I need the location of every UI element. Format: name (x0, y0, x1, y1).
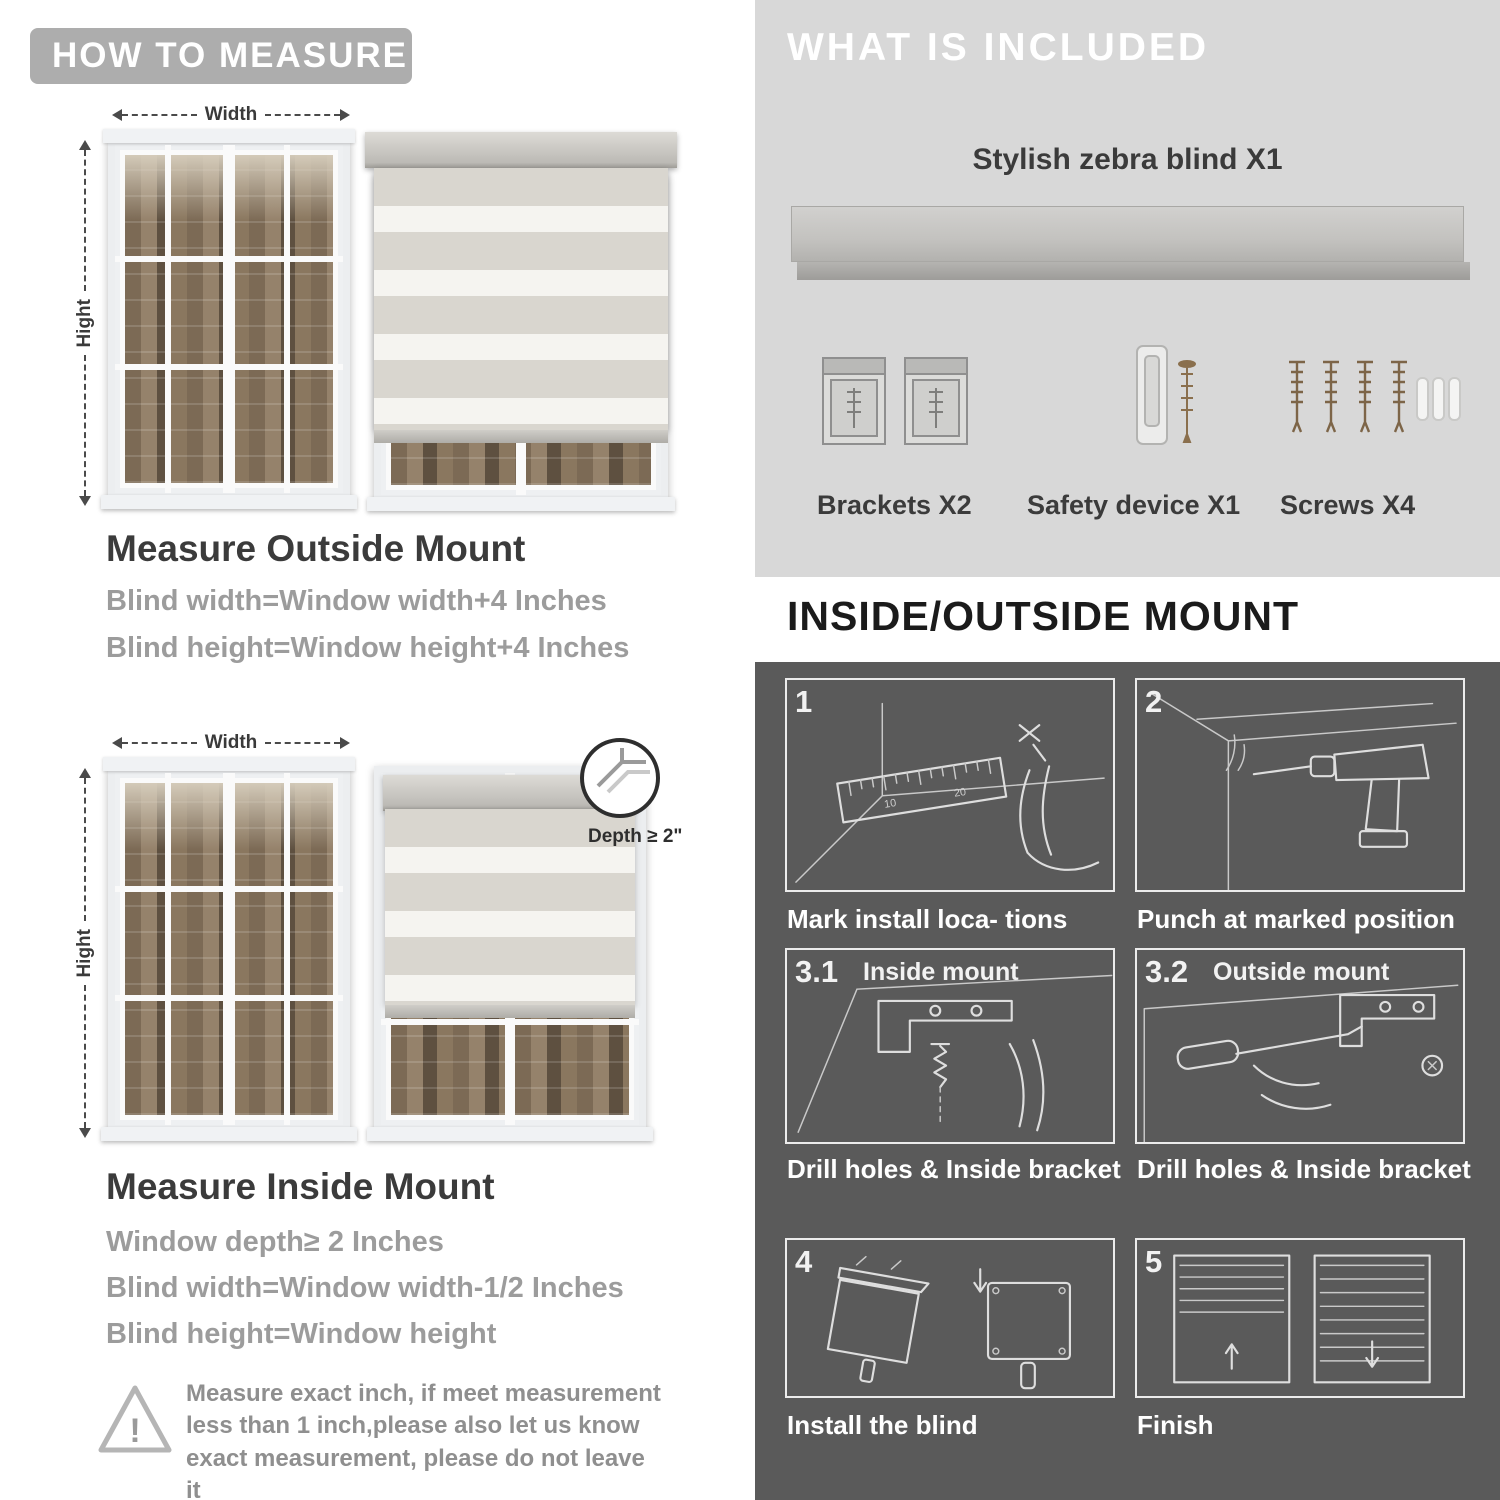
svg-text:!: ! (129, 1412, 140, 1450)
mount-steps-panel: 10 20 1 Mark install loca- tions 2 (755, 662, 1500, 1500)
depth-label: Depth ≥ 2" (588, 826, 683, 847)
width-arrow-outside: Width (112, 104, 350, 126)
step-3-1-number: 3.1 (795, 954, 839, 989)
step-5-caption: Finish (1137, 1410, 1214, 1440)
step-4-number: 4 (795, 1244, 813, 1279)
depth-detail-circle (580, 738, 660, 818)
svg-text:10: 10 (883, 797, 897, 811)
mount-title-band: INSIDE/OUTSIDE MOUNT (755, 577, 1500, 662)
step-1-box: 10 20 (785, 678, 1115, 892)
height-label: Hight (74, 298, 95, 348)
step-5-number: 5 (1145, 1244, 1163, 1279)
svg-text:20: 20 (953, 786, 967, 800)
width-arrow-inside: Width (112, 732, 350, 754)
warning-icon: ! (95, 1382, 175, 1458)
height-arrow-inside: Hight (74, 768, 96, 1139)
how-to-measure-header: HOW TO MEASURE (30, 28, 412, 84)
mount-section-title: INSIDE/OUTSIDE MOUNT (787, 593, 1300, 639)
screws-label: Screws X4 (1280, 490, 1416, 520)
inside-rule-3: Blind height=Window height (106, 1318, 497, 1350)
step-3-2-box (1135, 948, 1465, 1144)
step-3-1-box (785, 948, 1115, 1144)
outside-rule-1: Blind width=Window width+4 Inches (106, 585, 607, 617)
outside-bracket-illustration (1143, 984, 1459, 1142)
inside-bracket-illustration (797, 974, 1113, 1133)
safety-device-label: Safety device X1 (1027, 490, 1241, 520)
brackets-image (817, 340, 977, 470)
step-3-1-caption: Drill holes & Inside bracket (787, 1154, 1121, 1184)
step-1-caption: Mark install loca- tions (787, 904, 1068, 934)
zebra-blind-outside-figure (365, 132, 677, 516)
inside-rule-1: Window depth≥ 2 Inches (106, 1226, 444, 1258)
window-photo-outside (101, 129, 357, 509)
zebra-blind-label: Stylish zebra blind X1 (972, 143, 1283, 176)
screws-image (1275, 348, 1465, 460)
window-photo-inside (101, 757, 357, 1141)
step-3-2-number: 3.2 (1145, 954, 1189, 989)
blind-bottom-rail (374, 430, 668, 443)
step-4-caption: Install the blind (787, 1410, 978, 1440)
inside-rule-2: Blind width=Window width-1/2 Inches (106, 1272, 624, 1304)
step-5-box (1135, 1238, 1465, 1398)
step-3-1-label: Inside mount (863, 958, 1019, 986)
window-sill (101, 495, 357, 509)
outside-rule-2: Blind height=Window height+4 Inches (106, 632, 630, 664)
drill-illustration (1151, 693, 1457, 890)
brackets-label: Brackets X2 (817, 490, 972, 520)
what-is-included-panel: WHAT IS INCLUDED Stylish zebra blind X1 (755, 0, 1500, 577)
blind-valance (365, 132, 677, 168)
finish-illustration (1173, 1254, 1431, 1384)
step-2-caption: Punch at marked position (1137, 904, 1455, 934)
inside-mount-title: Measure Inside Mount (106, 1166, 495, 1207)
step-1-number: 1 (795, 684, 813, 719)
height-arrow-outside: Hight (74, 140, 96, 507)
zebra-blind-inside-figure (367, 766, 653, 1141)
step-3-2-label: Outside mount (1213, 958, 1390, 986)
window-lintel (103, 129, 355, 143)
step-3-2-caption: Drill holes & Inside bracket (1137, 1154, 1471, 1184)
blind-bottom-rail (385, 1005, 635, 1018)
outside-mount-title: Measure Outside Mount (106, 528, 526, 569)
step-4-box (785, 1238, 1115, 1398)
safety-device-image (1095, 338, 1225, 472)
what-is-included-header: WHAT IS INCLUDED (787, 26, 1210, 69)
width-label: Width (204, 104, 258, 125)
mark-location-illustration: 10 20 (795, 702, 1105, 883)
step-2-number: 2 (1145, 684, 1163, 719)
blind-headrail-image (791, 206, 1464, 262)
zebra-stripes (374, 168, 668, 430)
step-2-box (1135, 678, 1465, 892)
install-blind-illustration (826, 1255, 1071, 1390)
height-label: Hight (74, 928, 95, 978)
width-label: Width (204, 732, 258, 753)
measure-note: Measure exact inch, if meet measurement … (186, 1380, 661, 1500)
zebra-stripes (385, 809, 635, 1005)
